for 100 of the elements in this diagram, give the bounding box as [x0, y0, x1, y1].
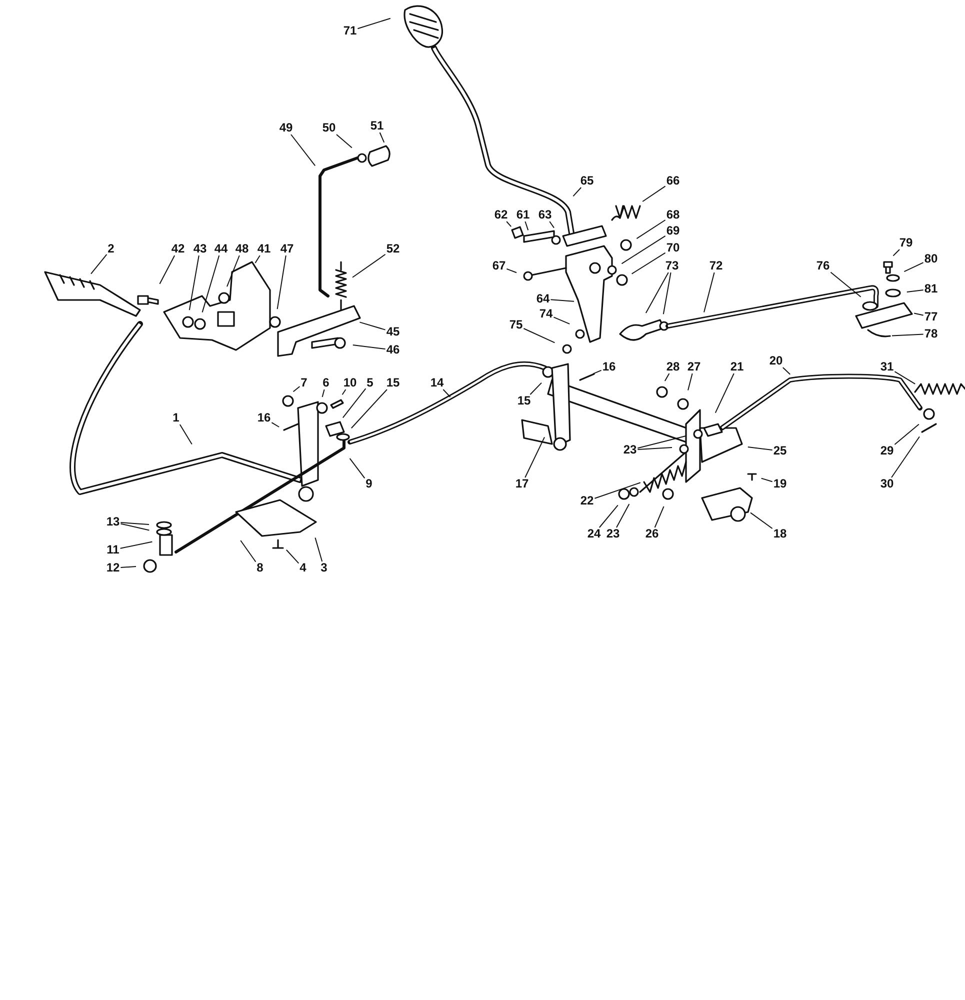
callout-number: 49 [278, 122, 294, 134]
leader-line [664, 373, 670, 382]
callout-number: 23 [605, 528, 621, 540]
callout-number: 51 [369, 120, 385, 132]
leader-line [894, 371, 916, 384]
leader-line [357, 18, 391, 30]
leader-line [286, 549, 300, 564]
leader-line [637, 435, 687, 449]
leader-line [188, 255, 200, 311]
callout-number: 76 [815, 260, 831, 272]
leader-line [524, 221, 529, 231]
leader-line [636, 220, 666, 240]
leader-line [714, 373, 734, 414]
leader-line [342, 389, 346, 396]
callout-number: 21 [729, 360, 745, 374]
leader-line [645, 272, 669, 314]
callout-number: 23 [622, 444, 638, 456]
callout-number: 13 [105, 516, 121, 528]
callout-number: 11 [106, 544, 120, 556]
callout-number: 5 [366, 376, 374, 390]
leader-line [336, 134, 352, 148]
leader-line [352, 344, 386, 350]
leader-line [292, 386, 300, 392]
leader-line [276, 255, 286, 310]
leader-line [379, 132, 385, 143]
leader-line [747, 446, 773, 450]
leader-line [350, 389, 388, 429]
callout-number: 63 [537, 208, 553, 222]
leader-line [359, 322, 386, 330]
callout-number: 62 [493, 208, 509, 222]
leader-line [314, 537, 323, 562]
callout-number: 27 [686, 360, 702, 374]
leader-line [442, 389, 451, 398]
callout-number: 71 [342, 24, 358, 38]
callout-number: 78 [923, 328, 939, 340]
callout-number: 19 [772, 478, 788, 490]
callout-number: 14 [429, 376, 445, 390]
leader-line [654, 506, 664, 528]
callout-number: 24 [586, 528, 602, 540]
callout-number: 69 [665, 224, 681, 238]
callout-number: 80 [923, 252, 939, 266]
leader-line [226, 255, 240, 288]
leader-line [240, 540, 256, 562]
callout-number: 68 [665, 208, 681, 222]
callout-number: 41 [256, 242, 272, 256]
callout-number: 43 [192, 242, 208, 256]
callout-number: 79 [898, 236, 914, 250]
leader-line [592, 370, 602, 374]
callout-number: 29 [879, 444, 895, 458]
callout-number: 7 [300, 376, 308, 390]
callout-number: 47 [279, 242, 295, 256]
callout-number: 2 [106, 242, 116, 256]
leader-line [120, 522, 150, 525]
leader-line [637, 447, 672, 450]
callout-number: 25 [772, 444, 788, 458]
leader-line [506, 221, 512, 228]
leader-line [662, 272, 672, 315]
leader-line [594, 482, 641, 499]
callout-number: 8 [256, 562, 264, 574]
callout-number: 65 [579, 174, 595, 188]
leader-line [894, 424, 920, 445]
callout-number: 61 [515, 208, 531, 222]
leader-line [642, 186, 666, 202]
leader-line [506, 268, 517, 274]
callout-number: 15 [385, 376, 401, 390]
callout-number: 44 [213, 242, 229, 256]
leader-line [202, 255, 220, 313]
callout-number: 12 [105, 562, 121, 574]
callout-number: 28 [665, 360, 681, 374]
callout-number: 6 [322, 376, 330, 390]
callout-number: 75 [508, 318, 524, 332]
leader-line [352, 254, 386, 278]
callout-number: 15 [516, 394, 532, 408]
callout-number: 42 [170, 242, 186, 256]
callout-number: 66 [665, 174, 681, 188]
leader-line [549, 221, 554, 228]
leader-line [524, 436, 545, 478]
callout-number: 17 [514, 478, 530, 490]
leader-line [904, 262, 924, 272]
leader-line [120, 541, 153, 549]
callout-number: 45 [385, 326, 401, 338]
leader-line [342, 388, 366, 418]
callout-number: 74 [538, 308, 554, 320]
leader-line [120, 566, 136, 568]
callout-number: 72 [708, 260, 724, 272]
callout-number: 22 [579, 494, 595, 508]
leader-line [254, 255, 260, 264]
callout-number: 9 [364, 478, 374, 490]
callout-number: 16 [256, 412, 272, 424]
callout-number: 46 [385, 344, 401, 356]
callout-number: 16 [601, 360, 617, 374]
leader-line [290, 134, 316, 166]
callout-number: 67 [491, 260, 507, 272]
callout-number: 18 [772, 528, 788, 540]
leader-line [782, 367, 791, 375]
leader-line [550, 299, 574, 302]
leader-line [322, 389, 325, 398]
leader-line [616, 504, 630, 528]
leader-line [631, 252, 666, 274]
leader-line [914, 312, 924, 316]
